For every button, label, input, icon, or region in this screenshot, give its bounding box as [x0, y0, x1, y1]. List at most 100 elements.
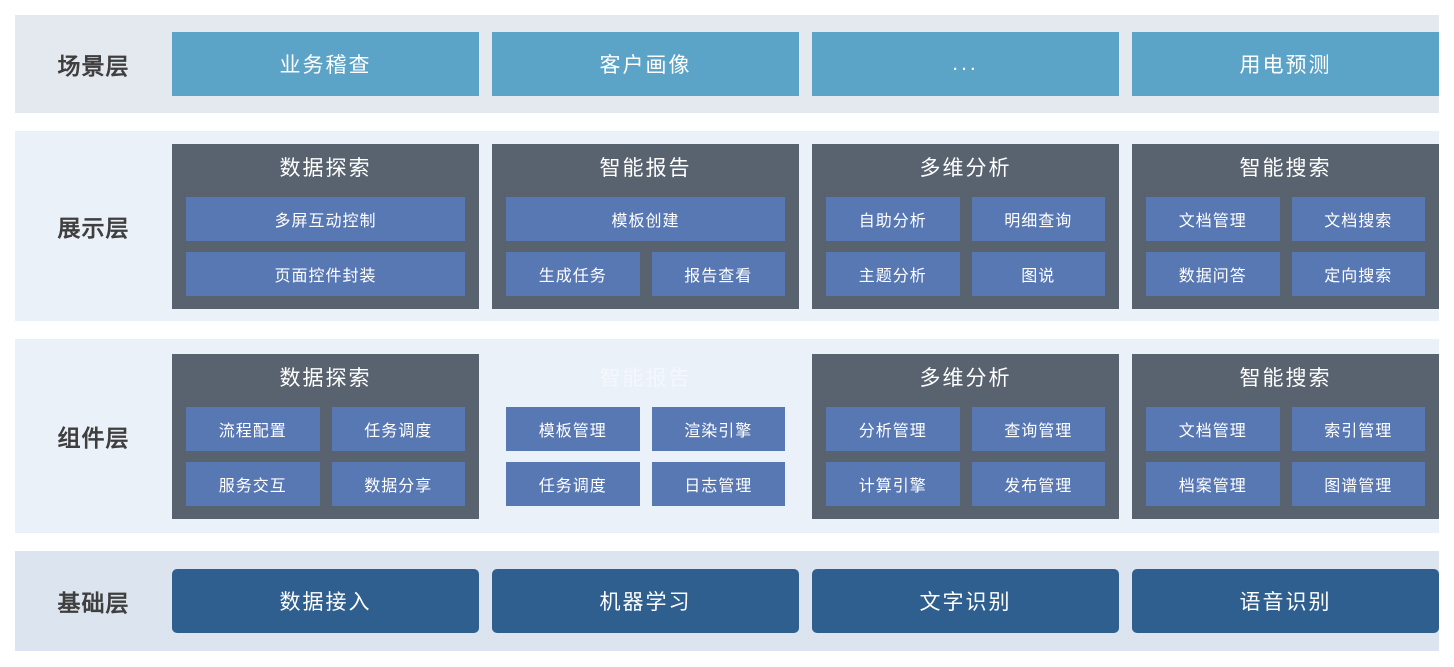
- base-item-machine-learning[interactable]: 机器学习: [492, 569, 799, 633]
- card-chip-rows: 分析管理 查询管理 计算引擎 发布管理: [826, 406, 1105, 506]
- chip-rendering-engine[interactable]: 渲染引擎: [651, 406, 785, 451]
- scene-column-3: ...: [812, 15, 1119, 113]
- chip-query-management[interactable]: 查询管理: [971, 406, 1105, 451]
- scene-column-2: 客户画像: [492, 15, 799, 113]
- chip-log-management[interactable]: 日志管理: [651, 461, 785, 506]
- card-component-multidim-analysis[interactable]: 多维分析 分析管理 查询管理 计算引擎 发布管理: [812, 353, 1119, 519]
- chip-report-view[interactable]: 报告查看: [651, 251, 785, 296]
- chip-archive-management[interactable]: 档案管理: [1146, 461, 1280, 506]
- base-item-text-recognition[interactable]: 文字识别: [812, 569, 1119, 633]
- scene-column-1: 业务稽查: [172, 15, 479, 113]
- card-chip-rows: 多屏互动控制 页面控件封装: [186, 196, 465, 296]
- chip-detail-query[interactable]: 明细查询: [971, 196, 1105, 241]
- chip-index-management[interactable]: 索引管理: [1291, 406, 1425, 451]
- chip-page-widget-packaging[interactable]: 页面控件封装: [186, 251, 465, 296]
- chip-row: 文档管理 文档搜索: [1146, 196, 1425, 241]
- chip-data-sharing[interactable]: 数据分享: [331, 461, 465, 506]
- scene-item-business-audit[interactable]: 业务稽查: [172, 32, 479, 96]
- chip-chart-narrative[interactable]: 图说: [971, 251, 1105, 296]
- display-column-2: 智能报告 模板创建 生成任务 报告查看: [492, 131, 799, 321]
- card-title: 智能搜索: [1239, 366, 1332, 390]
- card-chip-rows: 流程配置 任务调度 服务交互 数据分享: [186, 406, 465, 506]
- chip-row: 模板创建: [506, 196, 785, 241]
- card-chip-rows: 自助分析 明细查询 主题分析 图说: [826, 196, 1105, 296]
- chip-self-service-analysis[interactable]: 自助分析: [826, 196, 960, 241]
- chip-topic-analysis[interactable]: 主题分析: [826, 251, 960, 296]
- chip-row: 模板管理 渲染引擎: [506, 406, 785, 451]
- base-column-4: 语音识别: [1132, 551, 1439, 651]
- scene-item-customer-profile[interactable]: 客户画像: [492, 32, 799, 96]
- card-title: 智能报告: [599, 366, 692, 390]
- chip-knowledge-graph-management[interactable]: 图谱管理: [1291, 461, 1425, 506]
- chip-compute-engine[interactable]: 计算引擎: [826, 461, 960, 506]
- chip-data-qa[interactable]: 数据问答: [1146, 251, 1280, 296]
- card-title: 智能报告: [599, 156, 692, 180]
- card-chip-rows: 模板创建 生成任务 报告查看: [506, 196, 785, 296]
- chip-task-scheduling[interactable]: 任务调度: [331, 406, 465, 451]
- scene-item-power-forecast[interactable]: 用电预测: [1132, 32, 1439, 96]
- chip-row: 文档管理 索引管理: [1146, 406, 1425, 451]
- display-column-4: 智能搜索 文档管理 文档搜索 数据问答 定向搜索: [1132, 131, 1439, 321]
- chip-analysis-management[interactable]: 分析管理: [826, 406, 960, 451]
- scene-column-4: 用电预测: [1132, 15, 1439, 113]
- card-title: 数据探索: [279, 366, 372, 390]
- card-component-smart-search[interactable]: 智能搜索 文档管理 索引管理 档案管理 图谱管理: [1132, 353, 1439, 519]
- layer-band-scene: 场景层 业务稽查 客户画像 ... 用电预测: [15, 15, 1439, 113]
- chip-row: 计算引擎 发布管理: [826, 461, 1105, 506]
- chip-task-scheduling[interactable]: 任务调度: [506, 461, 640, 506]
- base-item-data-ingestion[interactable]: 数据接入: [172, 569, 479, 633]
- base-item-speech-recognition[interactable]: 语音识别: [1132, 569, 1439, 633]
- chip-template-creation[interactable]: 模板创建: [506, 196, 785, 241]
- card-display-smart-report[interactable]: 智能报告 模板创建 生成任务 报告查看: [492, 143, 799, 309]
- chip-template-management[interactable]: 模板管理: [506, 406, 640, 451]
- component-column-2: 智能报告 模板管理 渲染引擎 任务调度 日志管理: [492, 339, 799, 533]
- component-column-4: 智能搜索 文档管理 索引管理 档案管理 图谱管理: [1132, 339, 1439, 533]
- chip-row: 服务交互 数据分享: [186, 461, 465, 506]
- card-title: 多维分析: [919, 156, 1012, 180]
- chip-service-interaction[interactable]: 服务交互: [186, 461, 320, 506]
- chip-process-configuration[interactable]: 流程配置: [186, 406, 320, 451]
- chip-row: 任务调度 日志管理: [506, 461, 785, 506]
- chip-multiscreen-interaction-control[interactable]: 多屏互动控制: [186, 196, 465, 241]
- chip-row: 分析管理 查询管理: [826, 406, 1105, 451]
- card-display-multidim-analysis[interactable]: 多维分析 自助分析 明细查询 主题分析 图说: [812, 143, 1119, 309]
- chip-document-management[interactable]: 文档管理: [1146, 406, 1280, 451]
- card-component-smart-report[interactable]: 智能报告 模板管理 渲染引擎 任务调度 日志管理: [492, 354, 799, 519]
- card-component-data-exploration[interactable]: 数据探索 流程配置 任务调度 服务交互 数据分享: [172, 353, 479, 519]
- chip-row: 数据问答 定向搜索: [1146, 251, 1425, 296]
- card-display-data-exploration[interactable]: 数据探索 多屏互动控制 页面控件封装: [172, 143, 479, 309]
- card-chip-rows: 模板管理 渲染引擎 任务调度 日志管理: [506, 406, 785, 506]
- display-column-3: 多维分析 自助分析 明细查询 主题分析 图说: [812, 131, 1119, 321]
- layer-band-component: 组件层 数据探索 流程配置 任务调度 服务交互 数据分享: [15, 339, 1439, 533]
- chip-row: 多屏互动控制: [186, 196, 465, 241]
- layer-band-display: 展示层 数据探索 多屏互动控制 页面控件封装: [15, 131, 1439, 321]
- chip-document-management[interactable]: 文档管理: [1146, 196, 1280, 241]
- chip-generate-task[interactable]: 生成任务: [506, 251, 640, 296]
- card-chip-rows: 文档管理 索引管理 档案管理 图谱管理: [1146, 406, 1425, 506]
- chip-row: 流程配置 任务调度: [186, 406, 465, 451]
- layer-columns-scene: 业务稽查 客户画像 ... 用电预测: [172, 15, 1439, 113]
- layer-band-base: 基础层 数据接入 机器学习 文字识别 语音识别: [15, 551, 1439, 651]
- scene-item-more-ellipsis[interactable]: ...: [812, 32, 1119, 96]
- card-title: 数据探索: [279, 156, 372, 180]
- base-column-2: 机器学习: [492, 551, 799, 651]
- layer-label-base: 基础层: [57, 590, 130, 616]
- card-title: 多维分析: [919, 366, 1012, 390]
- chip-row: 页面控件封装: [186, 251, 465, 296]
- chip-row: 档案管理 图谱管理: [1146, 461, 1425, 506]
- layer-columns-display: 数据探索 多屏互动控制 页面控件封装 智能报告: [172, 131, 1439, 321]
- chip-publish-management[interactable]: 发布管理: [971, 461, 1105, 506]
- layer-label-component: 组件层: [57, 425, 130, 451]
- card-display-smart-search[interactable]: 智能搜索 文档管理 文档搜索 数据问答 定向搜索: [1132, 143, 1439, 309]
- card-chip-rows: 文档管理 文档搜索 数据问答 定向搜索: [1146, 196, 1425, 296]
- card-title: 智能搜索: [1239, 156, 1332, 180]
- component-column-1: 数据探索 流程配置 任务调度 服务交互 数据分享: [172, 339, 479, 533]
- chip-targeted-search[interactable]: 定向搜索: [1291, 251, 1425, 296]
- component-column-3: 多维分析 分析管理 查询管理 计算引擎 发布管理: [812, 339, 1119, 533]
- layer-label-display: 展示层: [57, 215, 130, 241]
- chip-document-search[interactable]: 文档搜索: [1291, 196, 1425, 241]
- chip-row: 生成任务 报告查看: [506, 251, 785, 296]
- chip-row: 自助分析 明细查询: [826, 196, 1105, 241]
- base-column-1: 数据接入: [172, 551, 479, 651]
